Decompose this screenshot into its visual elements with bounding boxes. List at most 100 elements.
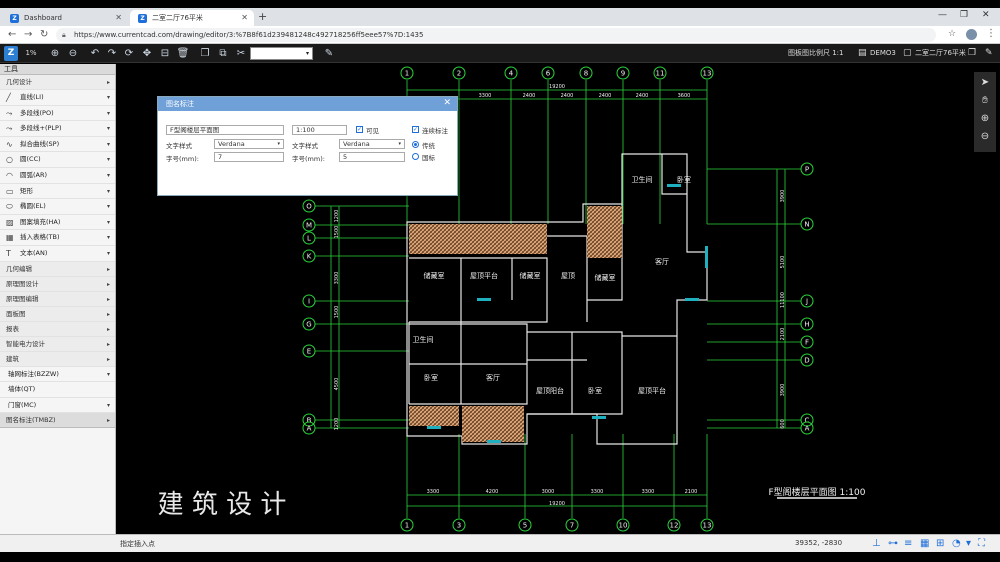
traditional-radio[interactable] (412, 141, 419, 148)
redo-icon[interactable]: ↷ (107, 48, 117, 59)
sidebar-item[interactable]: 轴网标注(BZZW)▾ (0, 367, 115, 383)
dimension-text: 19200 (549, 501, 565, 507)
text-style-label: 文字样式 (166, 142, 192, 150)
sidebar-item[interactable]: 智能电力设计▸ (0, 336, 115, 352)
sidebar-item[interactable]: 图名标注(TMBZ)▸ (0, 413, 115, 429)
back-icon[interactable]: ← (8, 29, 17, 40)
sidebar-item[interactable]: ⬭椭圆(EL)▾ (0, 199, 115, 215)
size-input-left[interactable]: 7 (214, 152, 284, 162)
brush-icon[interactable]: ✎ (324, 48, 334, 59)
url-text: https://www.currentcad.com/drawing/edito… (74, 31, 424, 39)
zoom-window-icon[interactable]: ⊕ (980, 113, 990, 124)
sidebar-item[interactable]: ○圆(CC)▾ (0, 152, 115, 168)
font-select-left[interactable]: Verdana▾ (214, 139, 284, 149)
sidebar-item[interactable]: ╱直线(LI)▾ (0, 90, 115, 106)
zoom-in-icon[interactable]: ⊕ (50, 48, 60, 59)
title-name-input[interactable]: F型阁楼层平面图 (166, 125, 284, 135)
settings-icon[interactable]: ▾ (966, 538, 972, 549)
scale-input[interactable]: 1:100 (292, 125, 347, 135)
visible-label: 可见 (366, 127, 379, 135)
align-icon[interactable]: ⊟ (160, 48, 170, 59)
close-icon[interactable]: ✕ (115, 13, 122, 22)
axis-label: 1 (405, 70, 409, 78)
zoom-level[interactable]: 1% (25, 49, 37, 57)
axis-label: A (307, 425, 312, 433)
demo-label[interactable]: DEMO3 (870, 49, 896, 57)
axis-bubble (800, 294, 814, 308)
window-icon[interactable]: ❐ (968, 48, 977, 58)
sidebar-item[interactable]: ∿拟合曲线(SP)▾ (0, 137, 115, 153)
url-field[interactable]: 🔒︎ https://www.currentcad.com/drawing/ed… (56, 28, 936, 42)
sidebar-item[interactable]: 建筑▸ (0, 351, 115, 367)
sidebar-item[interactable]: ⤳多段线(PO)▾ (0, 106, 115, 122)
sidebar-item[interactable]: 面板图▸ (0, 306, 115, 322)
axis-bubble (616, 518, 630, 532)
scissors-icon[interactable]: ✂ (236, 48, 246, 59)
edit-icon[interactable]: ✎ (985, 48, 993, 58)
visible-checkbox[interactable]: ✓ (356, 126, 363, 133)
sidebar-item[interactable]: 报表▸ (0, 321, 115, 337)
zoom-out-icon[interactable]: ⊖ (68, 48, 78, 59)
dot-grid-icon[interactable]: ⊞ (936, 538, 945, 549)
undo-icon[interactable]: ↶ (90, 48, 100, 59)
sidebar-item-label: 轴网标注(BZZW) (8, 369, 59, 378)
room-label: 屋顶 (561, 272, 575, 280)
national-radio[interactable] (412, 153, 419, 160)
sidebar-item[interactable]: 原理图设计▸ (0, 276, 115, 292)
rotate-icon[interactable]: ⟳ (124, 48, 134, 59)
tab-dashboard[interactable]: Z Dashboard ✕ (2, 10, 128, 26)
sidebar-item[interactable]: ▨图案填充(HA)▾ (0, 215, 115, 231)
sidebar-item[interactable]: ◠圆弧(AR)▾ (0, 168, 115, 184)
continuous-checkbox[interactable]: ✓ (412, 126, 419, 133)
browser-menu-icon[interactable]: ⋮ (986, 28, 996, 39)
group-icon[interactable]: ⧉ (219, 48, 227, 59)
reload-icon[interactable]: ↻ (40, 29, 49, 40)
file-label[interactable]: 二室二厅76平米 (915, 49, 966, 57)
snap-icon[interactable]: ⊶ (888, 538, 898, 549)
close-window-icon[interactable]: ✕ (982, 10, 990, 20)
app-logo-icon[interactable]: Z (4, 46, 18, 61)
grid-icon[interactable]: ▦ (920, 538, 930, 549)
sidebar-item[interactable]: 原理图编辑▸ (0, 291, 115, 307)
line-width-icon[interactable]: ≡ (904, 538, 913, 549)
forward-icon[interactable]: → (24, 29, 33, 40)
axis-bubble (541, 66, 555, 80)
sidebar-item[interactable]: 几何设计▸ (0, 75, 115, 90)
sidebar-item[interactable]: ⤳多段线+(PLP)▾ (0, 121, 115, 137)
close-icon[interactable]: ✕ (241, 13, 248, 22)
polyline-plus-icon: ⤳ (6, 124, 13, 134)
copy-icon[interactable]: ❐ (200, 48, 210, 59)
new-tab-button[interactable]: + (258, 10, 268, 23)
move-icon[interactable]: ✥ (142, 48, 152, 59)
zoom-extents-icon[interactable]: ⊖ (980, 131, 990, 142)
close-icon[interactable]: ✕ (443, 98, 451, 108)
layer-select[interactable]: ▾ (250, 47, 313, 60)
sidebar-item[interactable]: 门窗(MC)▾ (0, 398, 115, 414)
bookmark-star-icon[interactable]: ☆ (948, 29, 957, 39)
avatar[interactable] (966, 29, 977, 40)
axis-bubble (800, 421, 814, 435)
fullscreen-icon[interactable]: ⛶ (978, 538, 985, 549)
size-input-right[interactable]: 5 (339, 152, 405, 162)
ortho-icon[interactable]: ⊥ (872, 538, 881, 549)
axis-bubble (800, 217, 814, 231)
restore-icon[interactable]: ❐ (960, 10, 969, 20)
sidebar-item[interactable]: ▦插入表格(TB)▾ (0, 230, 115, 246)
sidebar-item-label: 圆(CC) (20, 155, 41, 164)
sidebar-item[interactable]: 几何编辑▸ (0, 261, 115, 277)
axis-label: H (804, 321, 809, 329)
pointer-icon[interactable]: ➤ (980, 77, 990, 88)
file-icon: ▢ (903, 48, 912, 58)
sidebar-item[interactable]: 墙体(QT) (0, 382, 115, 398)
font-select-right[interactable]: Verdana▾ (339, 139, 405, 149)
pan-hand-icon[interactable]: ✋︎ (982, 95, 988, 106)
sidebar-item[interactable]: ▭矩形▾ (0, 184, 115, 200)
minimize-icon[interactable]: — (938, 10, 947, 20)
delete-icon[interactable]: 🗑︎ (176, 48, 190, 59)
tab-drawing[interactable]: Z 二室二厅76平米 ✕ (130, 10, 254, 26)
chevron-icon: ▾ (106, 109, 110, 117)
polar-icon[interactable]: ◔ (952, 538, 961, 549)
